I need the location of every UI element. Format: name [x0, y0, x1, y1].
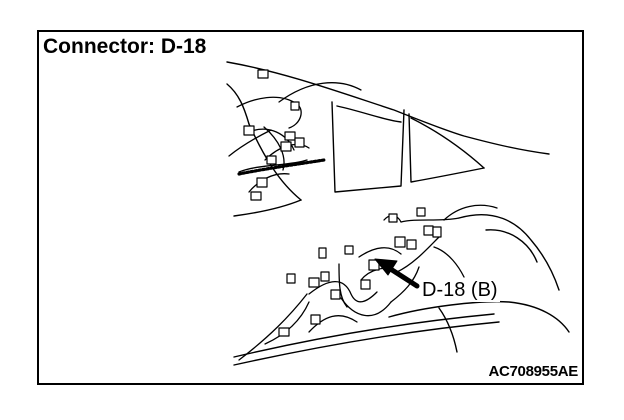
connector-callout-label: D-18 (B)	[420, 278, 500, 302]
upper-corrugated-tube	[237, 158, 326, 176]
car-body-outline	[226, 61, 570, 366]
callout-arrow	[374, 258, 420, 289]
figure-reference-code: AC708955AE	[488, 363, 578, 380]
diagram-title: Connector: D-18	[43, 34, 211, 60]
diagram-frame: Connector: D-18	[37, 30, 584, 385]
lower-connectors	[278, 207, 442, 337]
upper-connectors	[243, 69, 305, 201]
vehicle-harness-illustration	[226, 61, 570, 366]
